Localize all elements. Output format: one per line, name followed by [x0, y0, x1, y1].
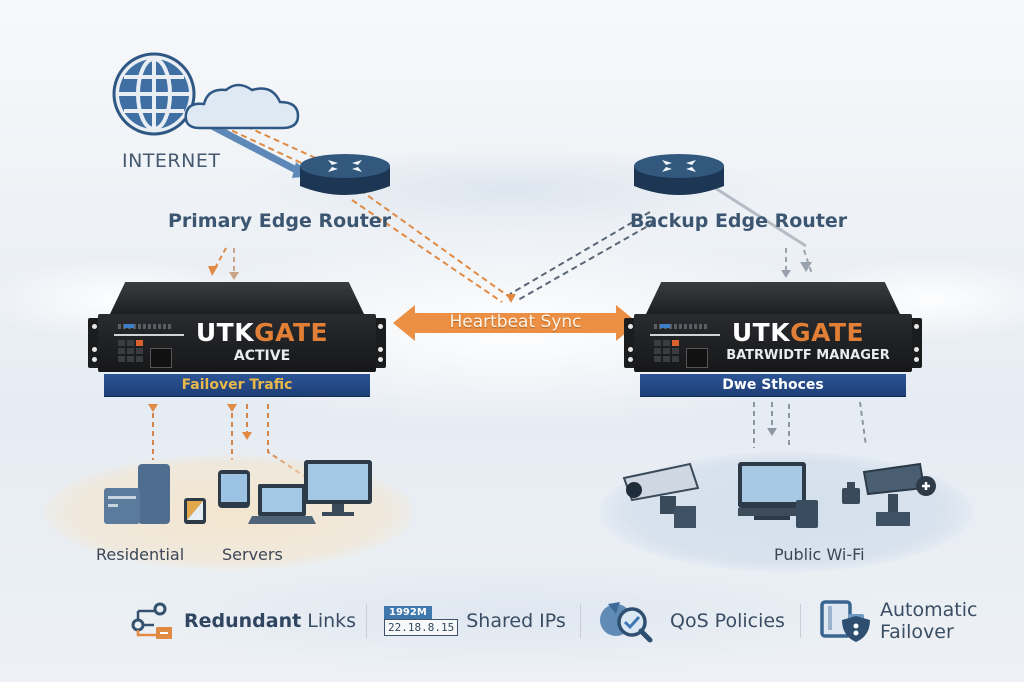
feature-shared-ips[interactable]: 1992M 22.18.8.15 Shared IPs — [384, 598, 566, 644]
backup-to-heartbeat-2 — [517, 221, 656, 301]
status-leds — [118, 324, 173, 329]
feature-label: QoS Policies — [670, 610, 785, 632]
primary-router-icon[interactable] — [298, 152, 392, 202]
arrow-head — [229, 272, 239, 280]
arrow-head — [800, 262, 812, 272]
left-devices — [104, 460, 372, 524]
arrow-head — [148, 404, 158, 412]
status-leds — [654, 324, 709, 329]
shared-ip-icon: 1992M 22.18.8.15 — [384, 606, 459, 636]
appliance-status: BATRWIDTF MANAGER — [726, 348, 890, 363]
backup-router-label: Backup Edge Router — [630, 210, 848, 232]
backup-to-heartbeat-1 — [509, 211, 651, 295]
security-camera-plus-icon — [862, 462, 936, 526]
redundant-links-icon — [131, 602, 172, 639]
cloud-icon — [184, 83, 300, 130]
appliance-ribbon: Dwe Sthoces — [640, 374, 906, 397]
zone-label-servers: Servers — [222, 545, 283, 564]
laptop-icon — [248, 484, 316, 524]
feature-qos-policies[interactable]: QoS Policies — [598, 598, 785, 644]
internet-label: INTERNET — [122, 150, 221, 172]
rack-ear — [910, 318, 922, 368]
small-device-icon — [842, 482, 860, 504]
nas-box-icon — [796, 500, 818, 528]
appliance-top — [646, 282, 900, 314]
heartbeat-sync-arrow: Heartbeat Sync — [393, 302, 638, 344]
right-devices — [622, 462, 936, 528]
drive-slot — [686, 348, 708, 368]
smartphone-icon — [184, 498, 206, 524]
security-camera-icon — [622, 462, 700, 528]
network-ports — [118, 340, 143, 362]
feature-label: Shared IPs — [466, 610, 566, 632]
failover-shield-icon — [820, 600, 870, 642]
arrow-head — [767, 428, 777, 436]
zone-label-public-wifi: Public Wi-Fi — [774, 545, 865, 564]
double-arrow-icon — [393, 305, 638, 341]
right-down-4 — [859, 401, 867, 447]
heartbeat-label: Heartbeat Sync — [449, 312, 582, 332]
brand-logo: UTKGATE — [195, 318, 329, 347]
backup-router-link — [711, 184, 807, 248]
appliance-front-panel — [98, 314, 376, 372]
arrow-head — [506, 294, 516, 303]
panel-bar — [114, 334, 184, 336]
arrow-head — [781, 270, 791, 278]
internet-icon — [112, 52, 300, 136]
arrow-head — [242, 432, 252, 440]
appliance-front-panel — [634, 314, 912, 372]
rack-ear — [624, 318, 636, 368]
feature-bar: Redundant Links 1992M 22.18.8.15 Shared … — [120, 598, 1000, 658]
primary-to-heartbeat-1 — [359, 189, 509, 297]
primary-router-label: Primary Edge Router — [168, 210, 392, 232]
desktop-monitor-icon — [738, 462, 806, 520]
divider — [800, 604, 801, 638]
qos-magnifier-icon — [600, 602, 653, 643]
feature-label: Redundant Links — [184, 610, 357, 632]
appliance-status: ACTIVE — [233, 348, 291, 364]
panel-bar — [650, 334, 720, 336]
utkgate-bandwidth-appliance[interactable]: UTKGATE BATRWIDTF MANAGER Dwe Sthoces — [624, 282, 922, 397]
drive-slot — [150, 348, 172, 368]
rack-ear — [88, 318, 100, 368]
utkgate-active-appliance[interactable]: UTKGATE ACTIVE Failover Trafic — [88, 282, 386, 397]
appliance-ribbon: Failover Trafic — [104, 374, 370, 397]
zone-label-residential: Residential — [96, 545, 185, 564]
globe-icon — [112, 52, 196, 136]
divider — [580, 604, 581, 638]
internet-to-router-arrow — [210, 122, 302, 176]
rack-ear — [374, 318, 386, 368]
desktop-monitor-icon — [304, 460, 372, 516]
backup-router-icon[interactable] — [632, 152, 726, 202]
arrow-head — [227, 404, 237, 412]
tablet-icon — [218, 470, 250, 508]
primary-to-heartbeat-2 — [351, 199, 503, 303]
arrow-head — [208, 266, 218, 276]
brand-logo: UTKGATE — [731, 318, 865, 347]
network-ports — [654, 340, 679, 362]
server-tower-icon — [104, 464, 170, 524]
feature-redundant-links[interactable]: Redundant Links — [130, 598, 356, 644]
divider — [366, 604, 367, 638]
appliance-top — [110, 282, 364, 314]
